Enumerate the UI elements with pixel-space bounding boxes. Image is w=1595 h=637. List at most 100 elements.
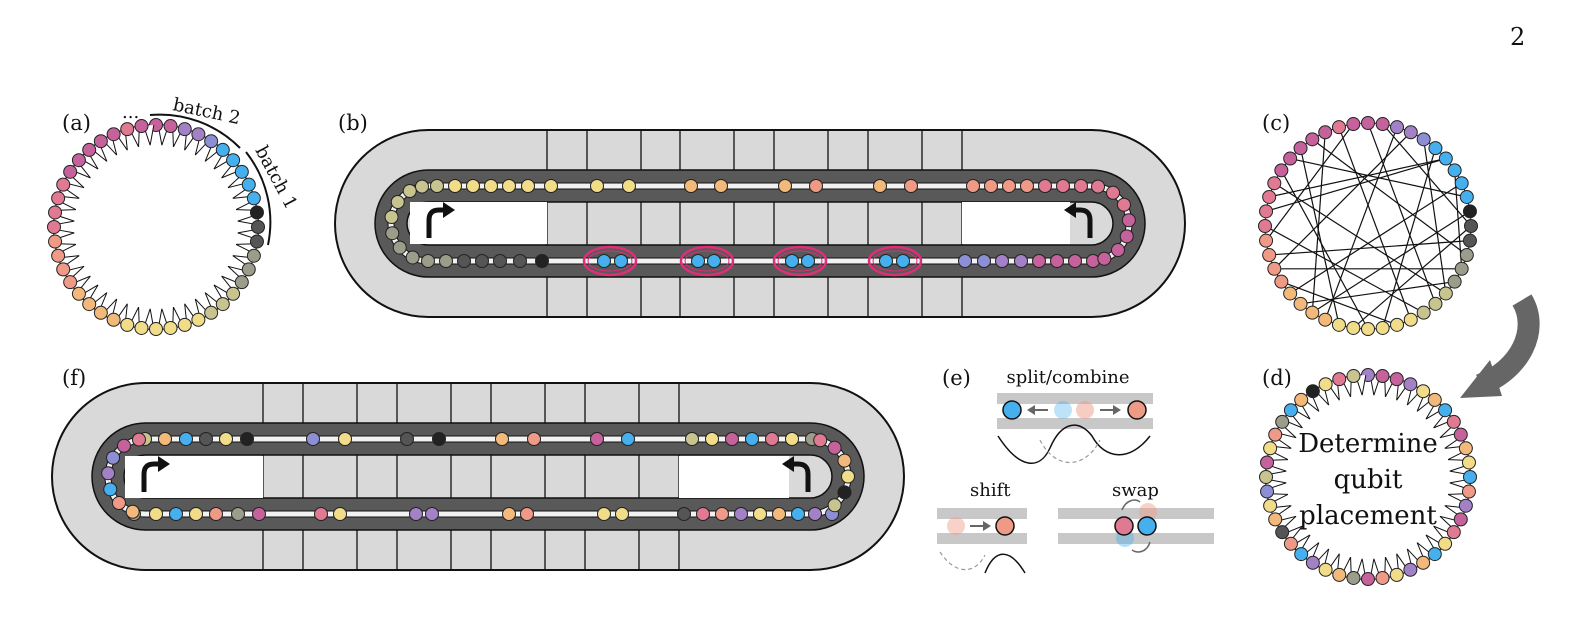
panel-b-track	[334, 129, 1186, 318]
qubit-ion	[1294, 547, 1309, 562]
gate-zone-highlight	[867, 245, 923, 277]
arrow-left-head	[1027, 405, 1035, 415]
u-turn-arrow-icon	[426, 207, 445, 238]
qubit-ion	[314, 507, 328, 521]
qubit-ion	[753, 507, 767, 521]
qubit-ion	[813, 433, 828, 448]
graph-node	[1390, 120, 1405, 135]
qubit-ion	[696, 507, 710, 521]
graph-node	[1274, 163, 1289, 178]
qubit-ion	[873, 179, 887, 193]
qubit-ion	[390, 194, 405, 209]
qubit-ion	[82, 142, 97, 157]
qubit-ion	[966, 179, 980, 193]
qubit-ion	[179, 432, 193, 446]
graph-node	[1305, 305, 1320, 320]
qubit-ion	[209, 507, 223, 521]
graph-node	[1283, 286, 1298, 301]
graph-node	[1454, 176, 1469, 191]
qubit-ion	[896, 254, 910, 268]
qubit-ion	[1346, 369, 1361, 384]
qubit-ion	[1050, 254, 1064, 268]
qubit-ion	[149, 507, 163, 521]
qubit-ion	[513, 254, 527, 268]
swap-ion-blue	[1137, 516, 1157, 536]
qubit-ion	[385, 226, 400, 241]
graph-node	[1293, 141, 1308, 156]
swap-label: swap	[1112, 480, 1159, 501]
qubit-ion	[765, 432, 779, 446]
graph-node	[1274, 274, 1289, 289]
qubit-ion	[1074, 179, 1088, 193]
qubit-text: qubit	[1334, 465, 1403, 495]
qubit-ion	[219, 432, 233, 446]
graph-node	[1375, 320, 1390, 335]
potential-well	[80, 151, 99, 170]
swap-rail-top	[1058, 508, 1214, 519]
page-number: 2	[1510, 23, 1525, 51]
determine-text: Determine	[1298, 429, 1438, 459]
qubit-ion	[1416, 384, 1431, 399]
rail-bottom	[997, 418, 1153, 429]
qubit-ion	[63, 164, 78, 179]
qubit-ion	[169, 507, 183, 521]
qubit-ion	[101, 466, 116, 481]
graph-node	[1331, 120, 1346, 135]
qubit-ion	[621, 432, 635, 446]
u-turn-arrow-icon	[792, 461, 811, 492]
qubit-ion	[149, 322, 163, 336]
interaction-chord	[1300, 281, 1455, 305]
qubit-ion	[1268, 427, 1283, 442]
qubit-ion	[392, 240, 407, 255]
qubit-ion	[241, 177, 256, 192]
qubit-ion	[191, 312, 206, 327]
qubit-ion	[1014, 254, 1028, 268]
qubit-ion	[405, 250, 420, 265]
swap-ion-red	[1114, 516, 1134, 536]
qubit-ion	[725, 432, 739, 446]
qubit-ion	[1032, 254, 1046, 268]
qubit-ion	[448, 179, 462, 193]
graph-node	[1403, 125, 1418, 140]
interaction-chord	[1367, 122, 1437, 305]
qubit-ion	[120, 317, 135, 332]
interaction-chord	[1290, 157, 1467, 198]
qubit-ion	[597, 507, 611, 521]
interaction-chord	[1269, 240, 1470, 256]
graph-node	[1318, 312, 1333, 327]
qubit-ion	[106, 312, 121, 327]
qubit-ion	[502, 507, 516, 521]
qubit-ion	[1305, 555, 1320, 570]
potential-well	[1425, 401, 1444, 420]
qubit-ion	[158, 432, 172, 446]
qubit-ion	[1263, 498, 1278, 513]
qubit-ion	[493, 254, 507, 268]
qubit-ion	[240, 432, 254, 446]
qubit-ion	[1259, 470, 1273, 484]
qubit-ion	[1056, 179, 1070, 193]
qubit-ion	[106, 127, 121, 142]
qubit-ion	[544, 179, 558, 193]
qubit-ion	[785, 432, 799, 446]
qubit-ion	[234, 275, 249, 290]
qubit-ion	[1106, 185, 1121, 200]
track-inner	[123, 454, 833, 499]
qubit-ion	[1305, 384, 1320, 399]
qubit-ion	[785, 254, 799, 268]
qubit-ion	[63, 275, 78, 290]
qubit-ion	[204, 305, 219, 320]
qubit-ion	[984, 179, 998, 193]
gate-zone-highlight	[772, 245, 828, 277]
potential-solid	[997, 424, 1151, 464]
interaction-chord	[1264, 225, 1424, 314]
gate-zone-highlight	[679, 245, 735, 277]
panel-f-label: (f)	[62, 366, 86, 390]
qubit-ion	[1458, 498, 1473, 513]
qubit-ion	[116, 438, 131, 453]
qubit-ion	[1268, 512, 1283, 527]
gate-zone-highlight-inner	[777, 250, 823, 272]
qubit-ion	[48, 205, 63, 220]
swap-arrow-top	[1121, 499, 1141, 511]
qubit-ion	[691, 254, 705, 268]
